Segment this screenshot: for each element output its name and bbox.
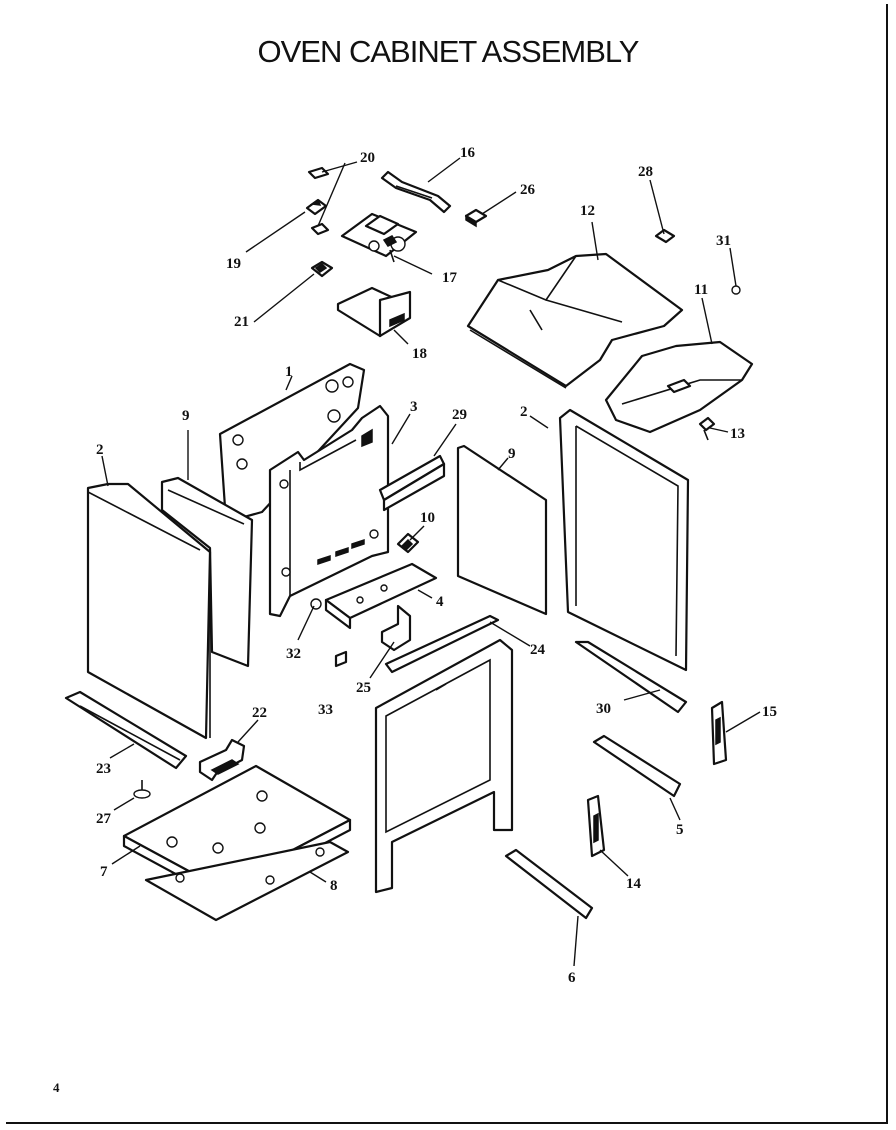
part-5-rail <box>592 734 682 798</box>
part-28-bolt <box>654 228 676 244</box>
callout-9-right: 9 <box>508 446 516 462</box>
callout-26: 26 <box>520 182 536 198</box>
part-20-clip-bottom <box>310 222 330 236</box>
callout-17: 17 <box>442 270 458 286</box>
part-19-clip <box>305 198 328 216</box>
callout-19: 19 <box>226 256 241 272</box>
part-29-channel <box>378 454 446 512</box>
callout-24: 24 <box>530 642 546 658</box>
part-30-rail <box>574 640 688 714</box>
callout-6: 6 <box>568 970 576 986</box>
part-10-clip <box>396 532 420 554</box>
callout-25: 25 <box>356 680 371 696</box>
part-8-base-plate <box>144 840 350 922</box>
part-27-leveler <box>133 780 151 799</box>
part-6-rail <box>504 848 594 920</box>
callout-4: 4 <box>436 594 444 610</box>
callout-12: 12 <box>580 203 595 219</box>
callout-22: 22 <box>252 705 267 721</box>
part-15-hinge <box>710 700 728 766</box>
callout-8: 8 <box>330 878 338 894</box>
callout-29: 29 <box>452 407 467 423</box>
callout-2-left: 2 <box>96 442 104 458</box>
part-14-hinge <box>586 794 606 858</box>
callout-33: 33 <box>318 702 333 718</box>
callout-28: 28 <box>638 164 653 180</box>
part-32-nut <box>310 598 322 610</box>
leader-lines <box>101 157 761 967</box>
page-border <box>6 4 888 1124</box>
callout-7: 7 <box>100 864 108 880</box>
callout-9-left: 9 <box>182 408 190 424</box>
callout-32: 32 <box>286 646 301 662</box>
callout-1: 1 <box>285 364 293 380</box>
part-24-strip <box>384 614 500 674</box>
part-12-top-panel <box>466 252 684 389</box>
callout-21: 21 <box>234 314 249 330</box>
part-3-inner-panel <box>268 404 390 618</box>
part-4-bracket <box>324 562 438 630</box>
callout-2-right: 2 <box>520 404 528 420</box>
callout-15: 15 <box>762 704 777 720</box>
page-number: 4 <box>53 1080 60 1095</box>
callout-30: 30 <box>596 701 611 717</box>
callout-11: 11 <box>694 282 708 298</box>
callout-3: 3 <box>410 399 418 415</box>
part-2-right-side-panel <box>558 408 690 672</box>
part-16-bracket <box>380 170 452 214</box>
callout-13: 13 <box>730 426 745 442</box>
part-11-rear-bracket <box>604 340 754 434</box>
callout-31: 31 <box>716 233 731 249</box>
part-1-back-panel <box>218 362 366 524</box>
callout-27: 27 <box>96 811 112 827</box>
part-13-clip <box>698 416 716 441</box>
part-9-right-insulation <box>456 444 548 616</box>
part-33-screw <box>334 650 348 668</box>
part-25-bracket <box>380 604 412 652</box>
callout-20: 20 <box>360 150 375 166</box>
part-31-screw <box>731 285 741 295</box>
part-23-base-rail <box>64 690 188 770</box>
part-9-left-insulation <box>160 476 254 668</box>
page-title: OVEN CABINET ASSEMBLY <box>257 34 640 69</box>
part-22-bracket <box>198 738 246 782</box>
part-17-switch-assembly <box>340 212 418 263</box>
part-26-block <box>464 208 488 228</box>
callout-16: 16 <box>460 145 476 161</box>
callout-14: 14 <box>626 876 642 892</box>
callout-18: 18 <box>412 346 427 362</box>
front-frame <box>374 638 514 894</box>
callout-10: 10 <box>420 510 435 526</box>
part-20-clip-top <box>307 166 330 180</box>
callout-labels: 1 2 2 3 4 5 6 7 8 9 9 10 11 12 13 14 15 … <box>96 145 777 986</box>
part-18-bracket <box>336 286 412 338</box>
callout-5: 5 <box>676 822 684 838</box>
callout-23: 23 <box>96 761 111 777</box>
part-21-clip <box>310 260 334 278</box>
